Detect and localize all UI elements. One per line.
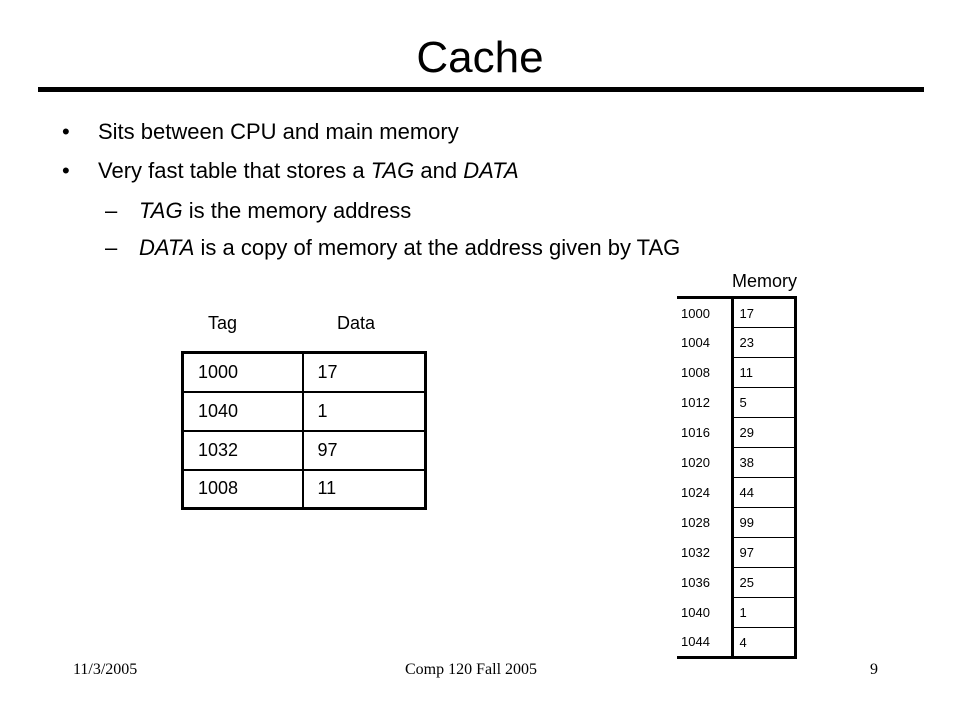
address-cell: 1032 (677, 537, 734, 568)
bullet-1: • Sits between CPU and main memory (62, 118, 762, 148)
data-cell: 17 (301, 351, 427, 393)
value-cell: 17 (732, 297, 795, 328)
data-cell: 1 (301, 390, 427, 432)
data-cell: 97 (301, 429, 427, 471)
table-row: 1000 17 (181, 351, 427, 393)
bullet-2-mid: and (414, 158, 464, 183)
bullet-mark: • (62, 158, 70, 183)
title-rule (38, 87, 924, 92)
address-cell: 1044 (677, 627, 734, 658)
table-row: 1040 1 (181, 390, 427, 432)
value-cell: 25 (732, 567, 795, 598)
bullet-1-text: Sits between CPU and main memory (98, 119, 459, 144)
value-cell: 38 (732, 447, 795, 478)
table-row: 1008 11 (181, 468, 427, 510)
value-cell: 97 (732, 537, 795, 568)
data-column-header: Data (337, 313, 376, 333)
address-cell: 1008 (677, 357, 734, 388)
bullet-2-em-tag: TAG (370, 158, 415, 183)
dash-mark: – (105, 198, 118, 223)
slide-title: Cache (416, 33, 544, 82)
address-cell: 1004 (677, 327, 734, 358)
address-cell: 1028 (677, 507, 734, 538)
sub-bullet-2-text: DATA is a copy of memory at the address … (139, 234, 680, 262)
sub-bullet-2-rest: is a copy of memory at the address given… (194, 235, 681, 260)
footer-date: 11/3/2005 (73, 661, 138, 678)
bullet-2: • Very fast table that stores a TAG and … (62, 157, 762, 187)
value-cell: 44 (732, 477, 795, 508)
address-cell: 1016 (677, 417, 734, 448)
data-cell: 11 (301, 468, 427, 510)
bullet-2-pre: Very fast table that stores a (98, 158, 371, 183)
address-cell: 1036 (677, 567, 734, 598)
table-row: 1032 97 (181, 429, 427, 471)
sub-bullet-1-text: TAG is the memory address (139, 197, 411, 225)
bullet-2-text: Very fast table that stores a TAG and DA… (98, 157, 519, 185)
sub-bullet-2: – DATA is a copy of memory at the addres… (105, 234, 855, 264)
address-cell: 1012 (677, 387, 734, 418)
page-number: 9 (870, 661, 878, 678)
bullet-mark: • (62, 119, 70, 144)
sub-bullet-2-em: DATA (139, 235, 195, 260)
address-cell: 1000 (677, 297, 734, 328)
tag-cell: 1008 (181, 468, 304, 510)
address-cell: 1040 (677, 597, 734, 628)
sub-bullet-1: – TAG is the memory address (105, 197, 805, 227)
value-cell: 1 (732, 597, 795, 628)
footer-course: Comp 120 Fall 2005 (405, 661, 538, 678)
value-cell: 4 (732, 627, 795, 658)
tag-cell: 1000 (181, 351, 304, 393)
tag-cell: 1032 (181, 429, 304, 471)
bullet-2-em-data: DATA (463, 158, 519, 183)
value-cell: 5 (732, 387, 795, 418)
tag-column-header: Tag (208, 313, 238, 333)
value-cell: 23 (732, 327, 795, 358)
address-cell: 1024 (677, 477, 734, 508)
tag-cell: 1040 (181, 390, 304, 432)
memory-header: Memory (732, 271, 798, 291)
sub-bullet-1-rest: is the memory address (182, 198, 412, 223)
cache-table: 1000 17 1040 1 1032 97 1008 11 (181, 351, 427, 510)
value-cell: 99 (732, 507, 795, 538)
sub-bullet-1-em: TAG (139, 198, 183, 223)
value-cell: 29 (732, 417, 795, 448)
value-cell: 11 (732, 357, 795, 388)
dash-mark: – (105, 235, 118, 260)
address-cell: 1020 (677, 447, 734, 478)
